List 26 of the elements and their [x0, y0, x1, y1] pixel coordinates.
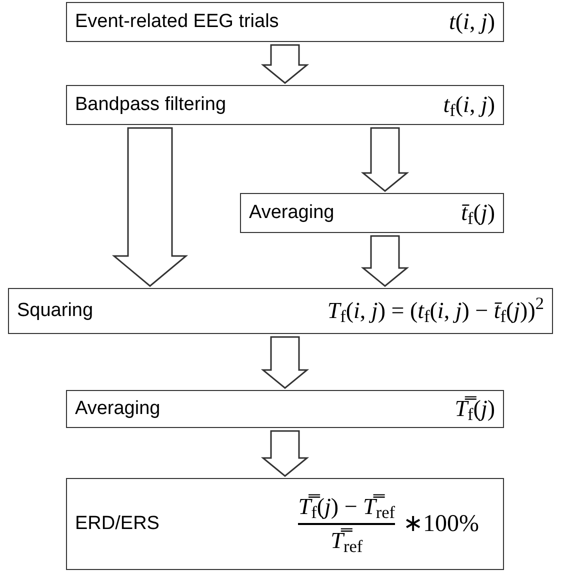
- fraction-denominator: T̿$_{ref}$: [330, 526, 363, 556]
- process-box: [8, 288, 553, 334]
- block-arrow: [112, 127, 188, 287]
- process-box: [240, 193, 504, 233]
- process-box: [66, 478, 504, 570]
- block-arrow: [260, 44, 310, 84]
- formula: T̿$_{f}$(j): [454, 394, 495, 426]
- step-label: ERD/ERS: [75, 512, 160, 536]
- formula: t$_{f}$(i, j): [443, 90, 495, 122]
- step-label: Event-related EEG trials: [75, 10, 279, 34]
- process-box: [66, 390, 504, 428]
- block-arrow: [260, 336, 310, 389]
- formula: T$_{f}$(i, j) = (t$_{f}$(i, j) − t̄$_{f}$(j))$^{2}$: [327, 294, 544, 328]
- block-arrow: [360, 235, 410, 287]
- step-label: Averaging: [75, 396, 160, 421]
- formula: t(i, j): [448, 8, 495, 36]
- fraction-numerator: T̿$_{f}$(j) − T̿$_{ref}$: [298, 492, 395, 522]
- block-arrow: [360, 127, 410, 192]
- step-label: Averaging: [249, 200, 334, 225]
- formula: ∗100%: [403, 510, 479, 539]
- formula: t̄$_{f}$(j): [461, 198, 495, 230]
- step-label: Bandpass filtering: [75, 92, 226, 117]
- process-box: [66, 2, 504, 42]
- step-label: Squaring: [17, 298, 94, 323]
- block-arrow: [260, 430, 310, 477]
- process-box: [66, 85, 504, 125]
